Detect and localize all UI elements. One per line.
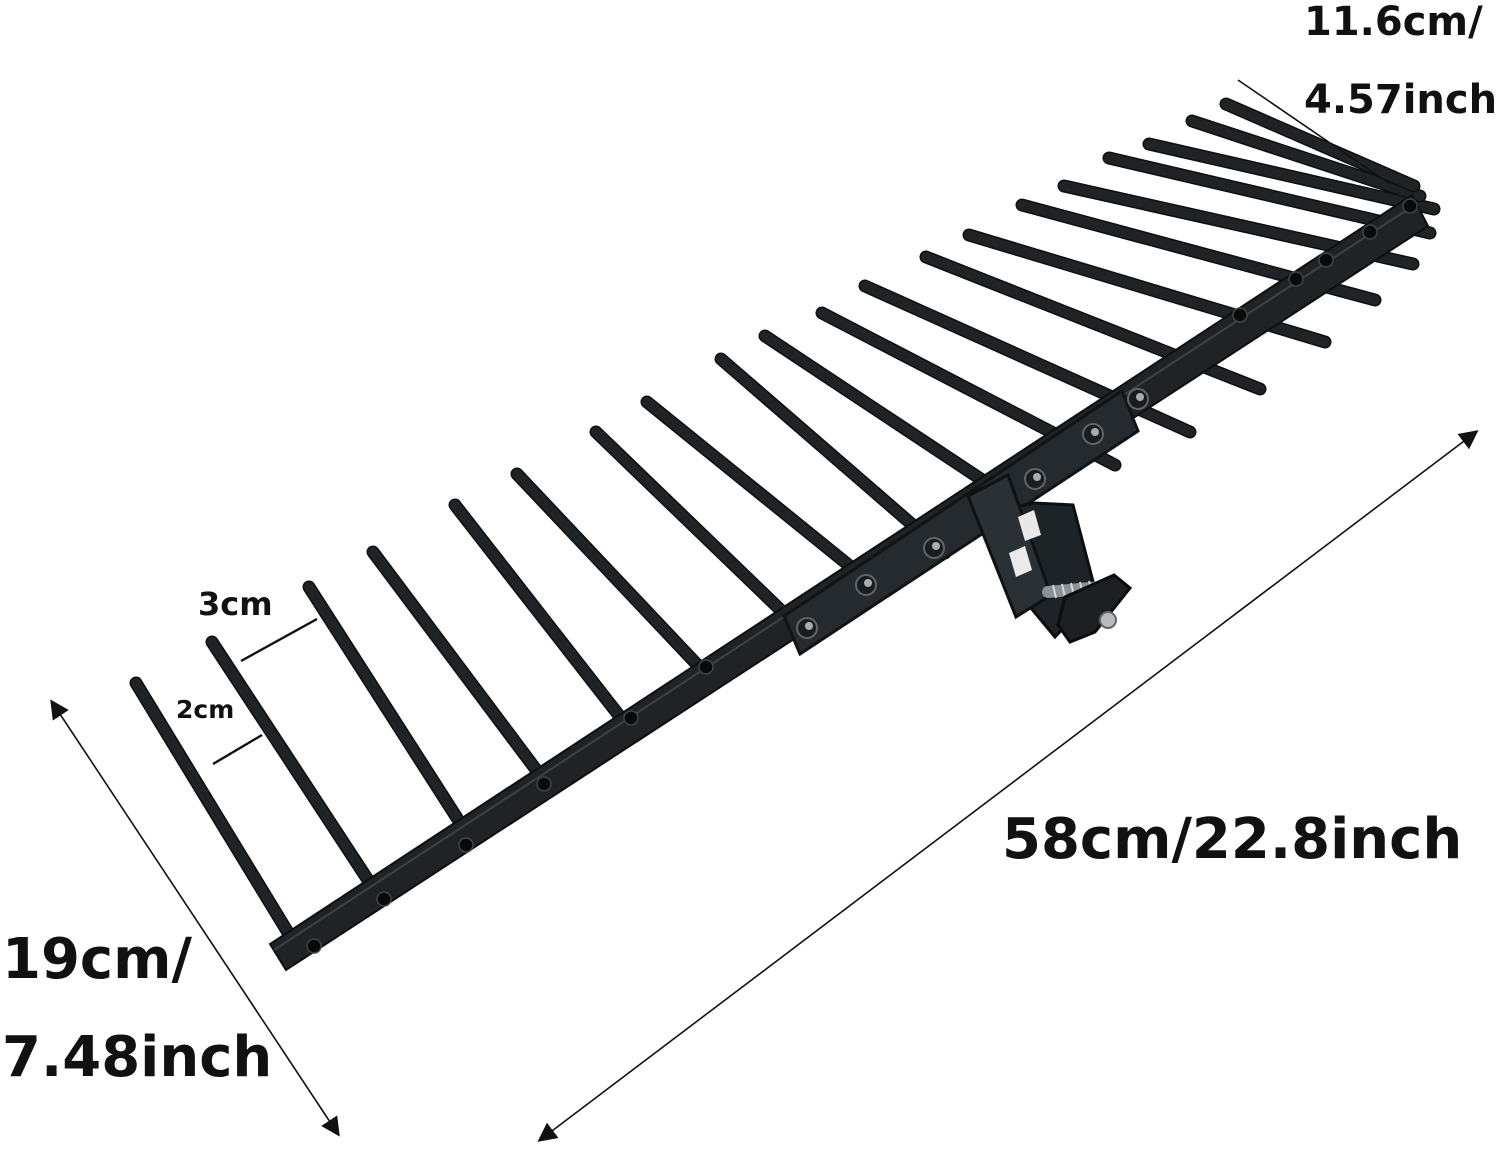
mounting-hole (623, 710, 639, 726)
narrow-tine-spacing-label: 2cm (176, 695, 235, 724)
bolt-highlight (805, 622, 813, 630)
bolt-highlight (932, 542, 940, 550)
mounting-hole (1402, 198, 1418, 214)
overall-length-dimension-line (537, 430, 1479, 1142)
overall-length-label: 58cm/22.8inch (1002, 807, 1463, 872)
rake-tine (1144, 139, 1439, 214)
mounting-hole (1318, 252, 1334, 268)
mounting-hole (536, 776, 552, 792)
three-cm-spacing-line (240, 617, 318, 663)
rake-tine (642, 397, 877, 589)
bolt-highlight (1136, 393, 1144, 401)
rake-tine (1221, 99, 1419, 191)
bolt-highlight (1091, 428, 1099, 436)
mounting-hole (1232, 307, 1248, 323)
two-cm-spacing-line (212, 733, 263, 766)
height-cm: 19cm/ (2, 927, 192, 992)
bolt-highlight (864, 579, 872, 587)
height-label: 19cm/ 7.48inch (2, 932, 272, 1086)
mounting-hole (458, 837, 474, 853)
dimension-lines (50, 79, 1479, 1142)
mounting-hole (376, 891, 392, 907)
tine-length-label: 11.6cm/ 4.57inch (1304, 2, 1497, 120)
tine-length-inch: 4.57inch (1304, 77, 1498, 123)
height-inch: 7.48inch (2, 1025, 273, 1090)
mounting-hole (306, 938, 322, 954)
rake-tine (368, 547, 545, 780)
rake-tine (304, 582, 462, 823)
rake-tine (1187, 116, 1425, 201)
mounting-hole (1362, 224, 1378, 240)
bolt-highlight (1033, 473, 1041, 481)
tine-length-cm: 11.6cm/ (1304, 0, 1483, 45)
tine-length-dimension-line (1237, 79, 1391, 185)
mounting-hole (698, 659, 714, 675)
wide-tine-spacing-label: 3cm (198, 585, 273, 623)
height-dimension-line (50, 699, 340, 1137)
mounting-hole (1288, 271, 1304, 287)
